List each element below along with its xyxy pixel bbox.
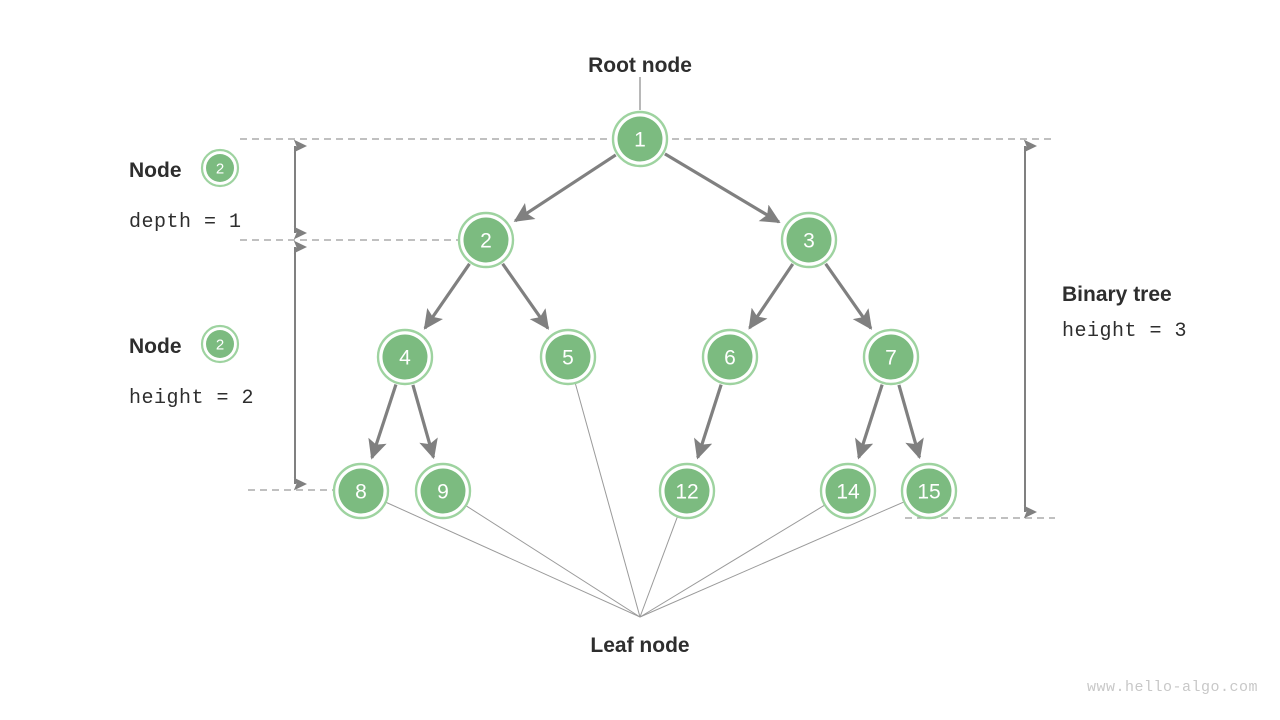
node-depth-badge-ring [200, 148, 240, 188]
tree-edges [368, 152, 924, 460]
tree-height-annotation: Binary tree height = 3 [1062, 283, 1187, 343]
edge-n7-n15 [897, 384, 924, 460]
node-fill [382, 334, 428, 380]
node-value: 5 [562, 347, 574, 370]
leaf-pointer-line-n5 [574, 382, 641, 618]
node-depth-badge-value: 2 [216, 161, 224, 178]
tree-node-7[interactable]: 7 [862, 328, 920, 386]
node-fill [906, 468, 952, 514]
node-value: 4 [399, 347, 411, 370]
node-depth-title: Node [129, 159, 182, 182]
node-depth-value: depth = 1 [129, 211, 242, 234]
node-value: 15 [917, 481, 940, 504]
tree-node-9[interactable]: 9 [414, 462, 472, 520]
node-height-badge-fill [206, 330, 234, 358]
tree-height-value: height = 3 [1062, 320, 1187, 343]
node-fill [786, 217, 832, 263]
node-height-value: height = 2 [129, 387, 254, 410]
leaf-pointer-line-n8 [385, 501, 641, 618]
node-value: 14 [836, 481, 860, 504]
node-value: 8 [355, 481, 367, 504]
node-height-title: Node [129, 335, 182, 358]
node-fill [420, 468, 466, 514]
node-fill [707, 334, 753, 380]
node-value: 12 [675, 481, 698, 504]
node-value: 9 [437, 481, 449, 504]
node-fill [825, 468, 871, 514]
tree-node-12[interactable]: 12 [658, 462, 716, 520]
tree-node-1[interactable]: 1 [611, 110, 669, 168]
edge-n7-n14 [855, 384, 884, 460]
node-depth-badge-fill [206, 154, 234, 182]
node-fill [617, 116, 663, 162]
edge-n6-n12 [694, 384, 723, 460]
root-node-annotation: Root node [588, 54, 692, 110]
tree-node-4[interactable]: 4 [376, 328, 434, 386]
measurement-arrows [293, 139, 1037, 519]
node-value: 2 [480, 230, 492, 253]
tree-node-5[interactable]: 5 [539, 328, 597, 386]
tree-node-3[interactable]: 3 [780, 211, 838, 269]
node-value: 6 [724, 347, 736, 370]
node-value: 7 [885, 347, 897, 370]
node-value: 1 [634, 129, 646, 152]
edge-n1-n3 [664, 152, 781, 224]
leaf-node-label: Leaf node [590, 634, 689, 657]
leaf-pointer-line-n15 [639, 501, 905, 618]
leaf-pointer-lines [385, 382, 905, 618]
node-fill [868, 334, 914, 380]
leaf-pointer-line-n9 [465, 505, 641, 618]
node-fill [338, 468, 384, 514]
tree-node-15[interactable]: 15 [900, 462, 958, 520]
node-fill [664, 468, 710, 514]
tree-node-8[interactable]: 8 [332, 462, 390, 520]
node-fill [545, 334, 591, 380]
watermark: www.hello-algo.com [1087, 679, 1258, 696]
tree-node-14[interactable]: 14 [819, 462, 877, 520]
leaf-pointer-line-n14 [639, 504, 826, 618]
node-fill [463, 217, 509, 263]
tree-title: Binary tree [1062, 283, 1172, 306]
node-height-badge-value: 2 [216, 337, 224, 354]
root-node-label: Root node [588, 54, 692, 77]
node-value: 3 [803, 230, 815, 253]
edge-n1-n2 [513, 153, 617, 223]
node-depth-annotation: Node 2 depth = 1 [129, 148, 242, 234]
edge-n2-n5 [501, 262, 550, 330]
tree-node-2[interactable]: 2 [457, 211, 515, 269]
edge-n2-n4 [423, 262, 471, 330]
tree-node-6[interactable]: 6 [701, 328, 759, 386]
leaf-pointer-line-n12 [639, 516, 679, 618]
edge-n3-n6 [748, 263, 795, 330]
guide-lines [240, 138, 1055, 519]
node-height-annotation: Node 2 height = 2 [129, 324, 254, 410]
edge-n4-n8 [368, 384, 398, 460]
edge-n4-n9 [411, 384, 438, 460]
edge-n3-n7 [824, 262, 873, 330]
node-height-badge-ring [200, 324, 240, 364]
